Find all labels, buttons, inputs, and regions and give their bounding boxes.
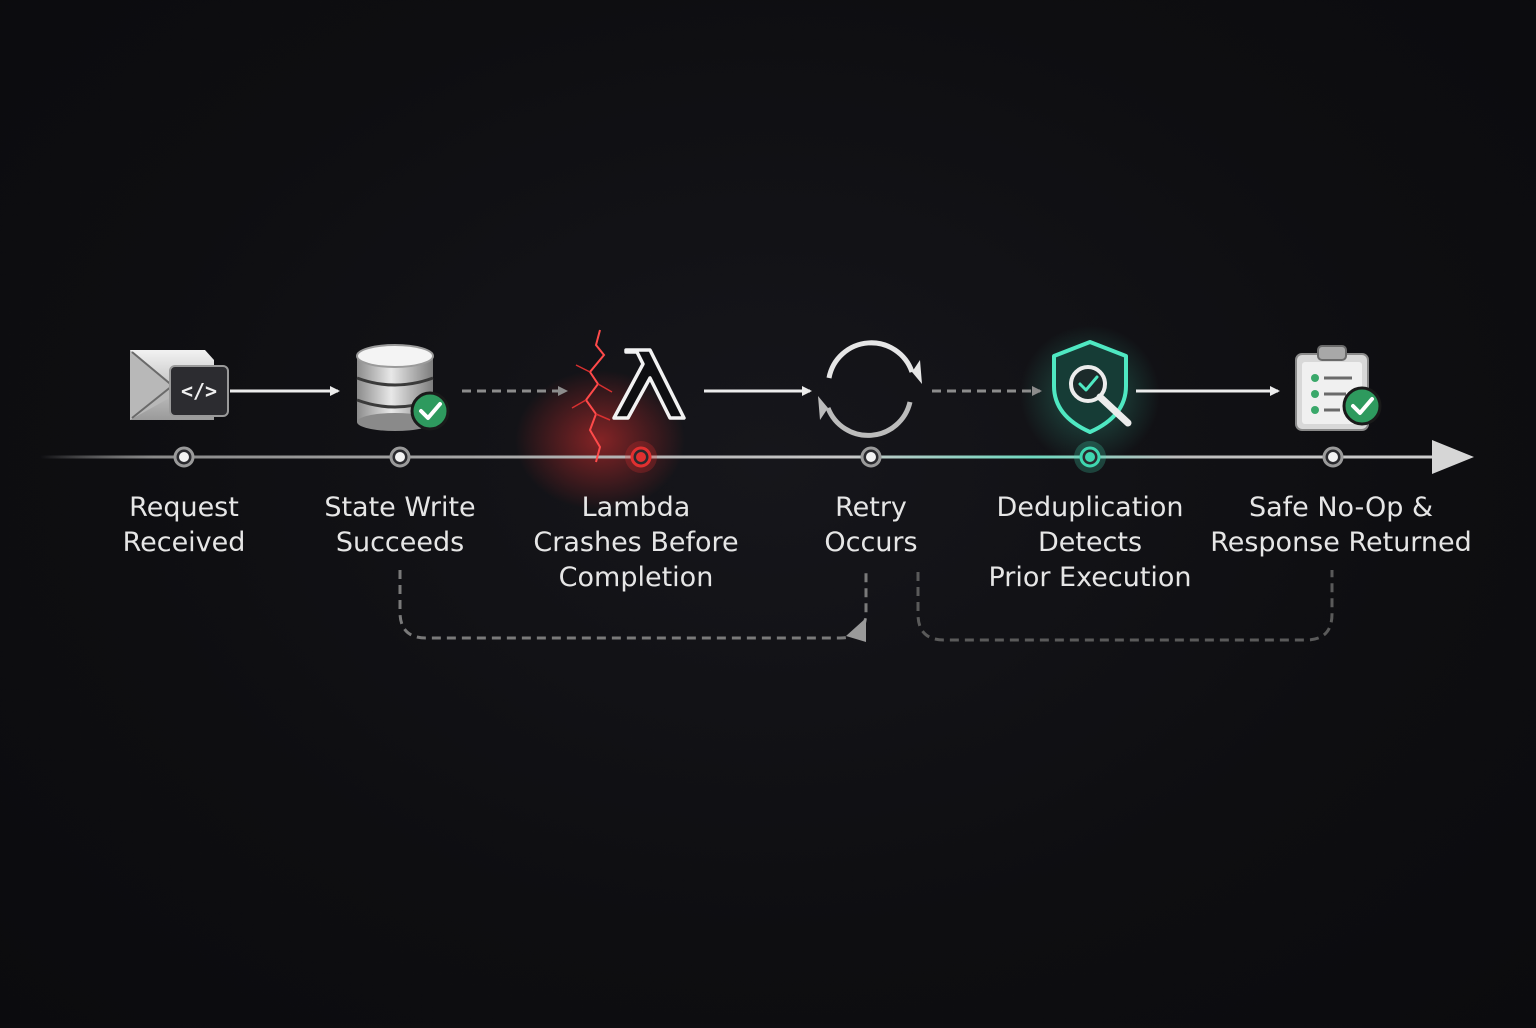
timeline-node-dot xyxy=(866,452,876,462)
timeline-nodes xyxy=(173,441,1344,473)
clipboard-check-icon xyxy=(1295,345,1382,431)
step-label-line: Completion xyxy=(558,562,714,593)
shield-search-icon xyxy=(1052,340,1132,434)
loop-retry-to-noop xyxy=(916,570,1334,642)
step-label-line: Prior Execution xyxy=(988,562,1192,593)
step-label-line: Deduplication xyxy=(996,492,1184,523)
step-label-line: Request xyxy=(129,492,239,523)
timeline-arrowhead xyxy=(1432,440,1474,474)
crash-glow xyxy=(515,370,685,510)
code-envelope-icon: </> xyxy=(130,350,229,420)
step-label-line: Occurs xyxy=(824,527,918,558)
step-label: Safe No-Op & Response Returned xyxy=(1191,490,1491,560)
svg-text:</>: </> xyxy=(181,379,217,403)
step-label-line: Succeeds xyxy=(335,527,465,558)
lambda-crash-icon xyxy=(571,329,686,463)
timeline-node-dot xyxy=(179,452,189,462)
timeline-node-dot xyxy=(636,452,646,462)
step-label-line: Lambda xyxy=(581,492,691,523)
step-label-line: Crashes Before xyxy=(533,527,739,558)
database-check-icon xyxy=(356,344,450,431)
retry-icon xyxy=(818,340,922,438)
step-label-line: Received xyxy=(122,527,246,558)
step-label-line: Response Returned xyxy=(1210,527,1472,558)
timeline-node-dot xyxy=(395,452,405,462)
step-label-line: Retry xyxy=(835,492,907,523)
step-label-line: State Write xyxy=(324,492,476,523)
step-label-line: Safe No-Op & xyxy=(1248,492,1434,523)
timeline-node-dot xyxy=(1328,452,1338,462)
loop-write-to-retry-arrowhead xyxy=(846,618,866,642)
step-label-line: Detects xyxy=(1037,527,1143,558)
timeline-node-dot xyxy=(1085,452,1095,462)
